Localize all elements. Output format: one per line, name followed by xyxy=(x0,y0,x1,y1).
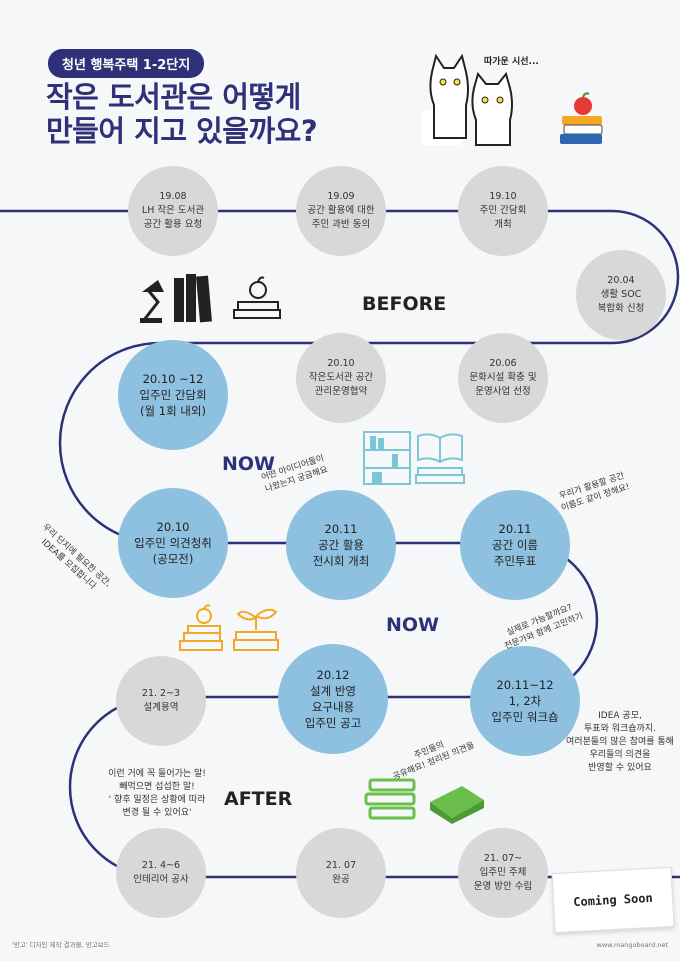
apple-books-icon xyxy=(558,92,608,152)
footer-credit: '망고' 디자인 제작 결과물, 망고보드 xyxy=(12,941,110,949)
books-lamp-icon xyxy=(140,272,220,328)
label-after: AFTER xyxy=(224,788,293,810)
page-title: 작은 도서관은 어떻게 만들어 지고 있을까요? xyxy=(46,80,318,148)
coming-soon-sign: Coming Soon xyxy=(551,866,675,934)
cat-caption: 따가운 시선... xyxy=(484,57,539,67)
note-right: IDEA 공모, 투표와 워크숍까지. 여러분들의 많은 참여를 통해 우리들의… xyxy=(566,711,674,773)
title-line-1: 작은 도서관은 어떻게 xyxy=(46,80,301,114)
footer-url: www.mangoboard.net xyxy=(596,941,668,949)
green-book-icon xyxy=(426,782,486,830)
green-books-icon xyxy=(364,778,418,826)
cats-illustration: 따가운 시선... xyxy=(422,50,539,150)
open-book-icon xyxy=(414,430,466,490)
sprout-books-icon xyxy=(232,604,280,658)
apple-book-outline-icon xyxy=(232,272,284,328)
label-now-1: NOW xyxy=(222,453,276,475)
header-badge: 청년 행복주택 1-2단지 xyxy=(48,49,205,78)
label-before: BEFORE xyxy=(362,293,447,315)
label-now-2: NOW xyxy=(386,614,440,636)
apple-books-orange-icon xyxy=(178,604,226,658)
bookshelf-icon xyxy=(362,430,412,490)
note-after: 이런 거에 꼭 들어가는 말! 빼먹으면 섭섭한 말! ' 향후 일정은 상황에… xyxy=(108,769,206,818)
title-line-2: 만들어 지고 있을까요? xyxy=(46,114,318,148)
